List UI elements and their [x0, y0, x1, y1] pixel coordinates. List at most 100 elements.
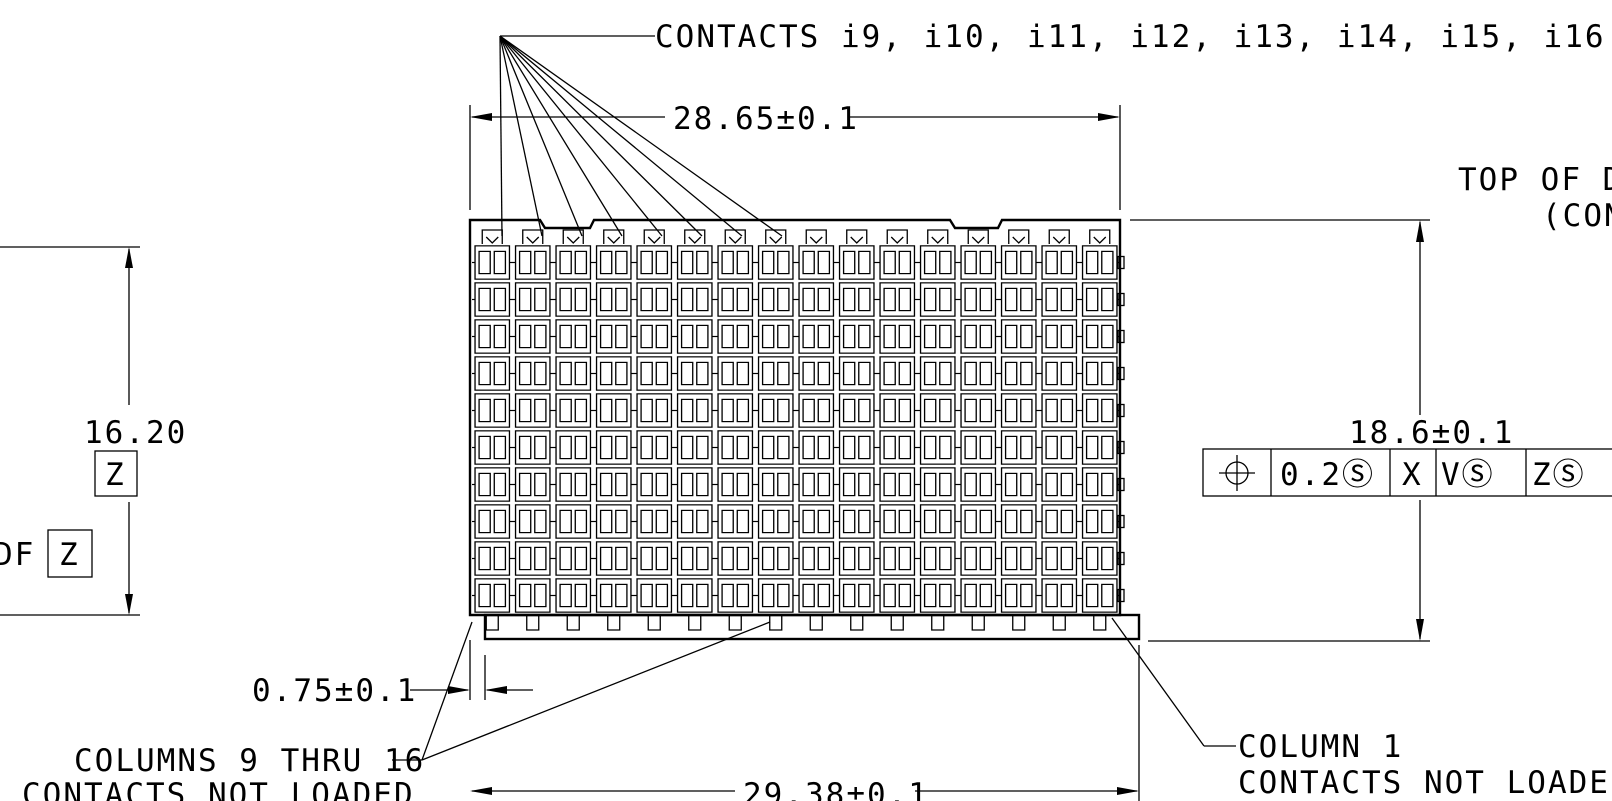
contact-cell — [471, 393, 514, 428]
contact-cell — [835, 245, 878, 280]
contact-cell — [795, 430, 838, 465]
contact-cell — [957, 319, 1000, 354]
side-latch — [1117, 551, 1125, 566]
contact-cell — [957, 393, 1000, 428]
side-latches — [1117, 255, 1125, 603]
datum-z2-box — [47, 529, 93, 578]
contact-cell — [916, 393, 959, 428]
contacts-not-loaded-right: CONTACTS NOT LOADED — [1238, 765, 1612, 801]
top-contact-tab — [684, 229, 706, 244]
contact-cell — [592, 504, 635, 539]
side-latch — [1117, 588, 1125, 603]
contacts-not-loaded-left: CONTACTS NOT LOADED — [22, 777, 415, 801]
contact-cell — [916, 282, 959, 317]
contact-cell — [714, 467, 757, 502]
contact-cell — [592, 541, 635, 576]
contact-cell — [754, 541, 797, 576]
side-latch — [1117, 440, 1125, 455]
contact-cell — [754, 578, 797, 613]
contact-cell — [916, 430, 959, 465]
contact-cell — [511, 393, 554, 428]
contact-cell — [511, 245, 554, 280]
contact-cell — [633, 578, 676, 613]
contact-cell — [511, 356, 554, 391]
contact-cell — [552, 430, 595, 465]
contact-cell — [957, 467, 1000, 502]
dim-top-width-text: 28.65±0.1 — [673, 101, 859, 137]
top-of-label-line1: TOP OF D — [1458, 162, 1612, 198]
contact-cell — [1078, 541, 1121, 576]
contact-cell — [795, 319, 838, 354]
contact-cell — [1078, 430, 1121, 465]
bottom-contact-tab — [971, 615, 985, 631]
side-latch — [1117, 514, 1125, 529]
contact-cell — [714, 393, 757, 428]
contact-cell — [1078, 245, 1121, 280]
contact-cell — [957, 282, 1000, 317]
contact-cell — [957, 245, 1000, 280]
contact-cell — [795, 467, 838, 502]
contact-cell — [916, 356, 959, 391]
contact-cell — [957, 430, 1000, 465]
fcf-datum-v: VⓈ — [1441, 457, 1495, 493]
side-latch — [1117, 255, 1125, 270]
contact-cell — [471, 245, 514, 280]
dim-left-height — [0, 246, 140, 616]
contact-cell — [997, 541, 1040, 576]
top-contact-tab — [481, 229, 503, 244]
contact-cell — [997, 578, 1040, 613]
contact-cell — [1038, 430, 1081, 465]
contact-cell — [471, 282, 514, 317]
contact-cell — [673, 393, 716, 428]
contact-cell — [795, 245, 838, 280]
bottom-contact-tab — [526, 615, 540, 631]
dim-right-height-text: 18.6±0.1 — [1349, 415, 1514, 451]
contact-cell — [471, 504, 514, 539]
contact-cell — [876, 245, 919, 280]
dim-bottom-width — [470, 645, 1140, 801]
contact-cell — [835, 393, 878, 428]
fcf-tolerance: 0.2Ⓢ — [1280, 457, 1375, 493]
contact-cell — [876, 504, 919, 539]
contact-cell — [471, 319, 514, 354]
contact-cell — [592, 430, 635, 465]
contact-cell — [471, 541, 514, 576]
contact-cell — [511, 541, 554, 576]
contact-cell — [714, 245, 757, 280]
contact-cell — [633, 319, 676, 354]
contact-cell — [1038, 467, 1081, 502]
connector-base-plate — [483, 613, 1141, 641]
columns-leader — [392, 621, 771, 761]
contact-cell — [997, 282, 1040, 317]
bottom-contact-tab — [769, 615, 783, 631]
contact-cell — [633, 282, 676, 317]
contact-cell — [592, 467, 635, 502]
contact-cell — [714, 578, 757, 613]
contact-cell — [997, 430, 1040, 465]
bottom-contact-tab — [809, 615, 823, 631]
contact-cell — [916, 504, 959, 539]
bottom-contact-tab — [688, 615, 702, 631]
top-contact-tab — [846, 229, 868, 244]
top-contact-tabs — [481, 229, 1111, 244]
feature-control-frame — [1202, 448, 1612, 497]
contact-cell — [1078, 578, 1121, 613]
contact-cell — [471, 356, 514, 391]
contact-cell — [714, 319, 757, 354]
top-contact-tab — [522, 229, 544, 244]
bottom-contact-tab — [728, 615, 742, 631]
contact-cell — [511, 319, 554, 354]
contact-cell — [714, 504, 757, 539]
top-contact-tab — [1048, 229, 1070, 244]
contact-cell — [673, 282, 716, 317]
contact-cell — [552, 504, 595, 539]
contact-cell — [552, 282, 595, 317]
top-contact-tab — [927, 229, 949, 244]
top-contact-tab — [724, 229, 746, 244]
top-of-label-line2: (CON — [1542, 198, 1612, 234]
fcf-datum-x: X — [1402, 457, 1423, 493]
contacts-callout: CONTACTS i9, i10, i11, i12, i13, i14, i1… — [655, 19, 1606, 55]
contact-cell — [714, 282, 757, 317]
contact-cell — [876, 319, 919, 354]
